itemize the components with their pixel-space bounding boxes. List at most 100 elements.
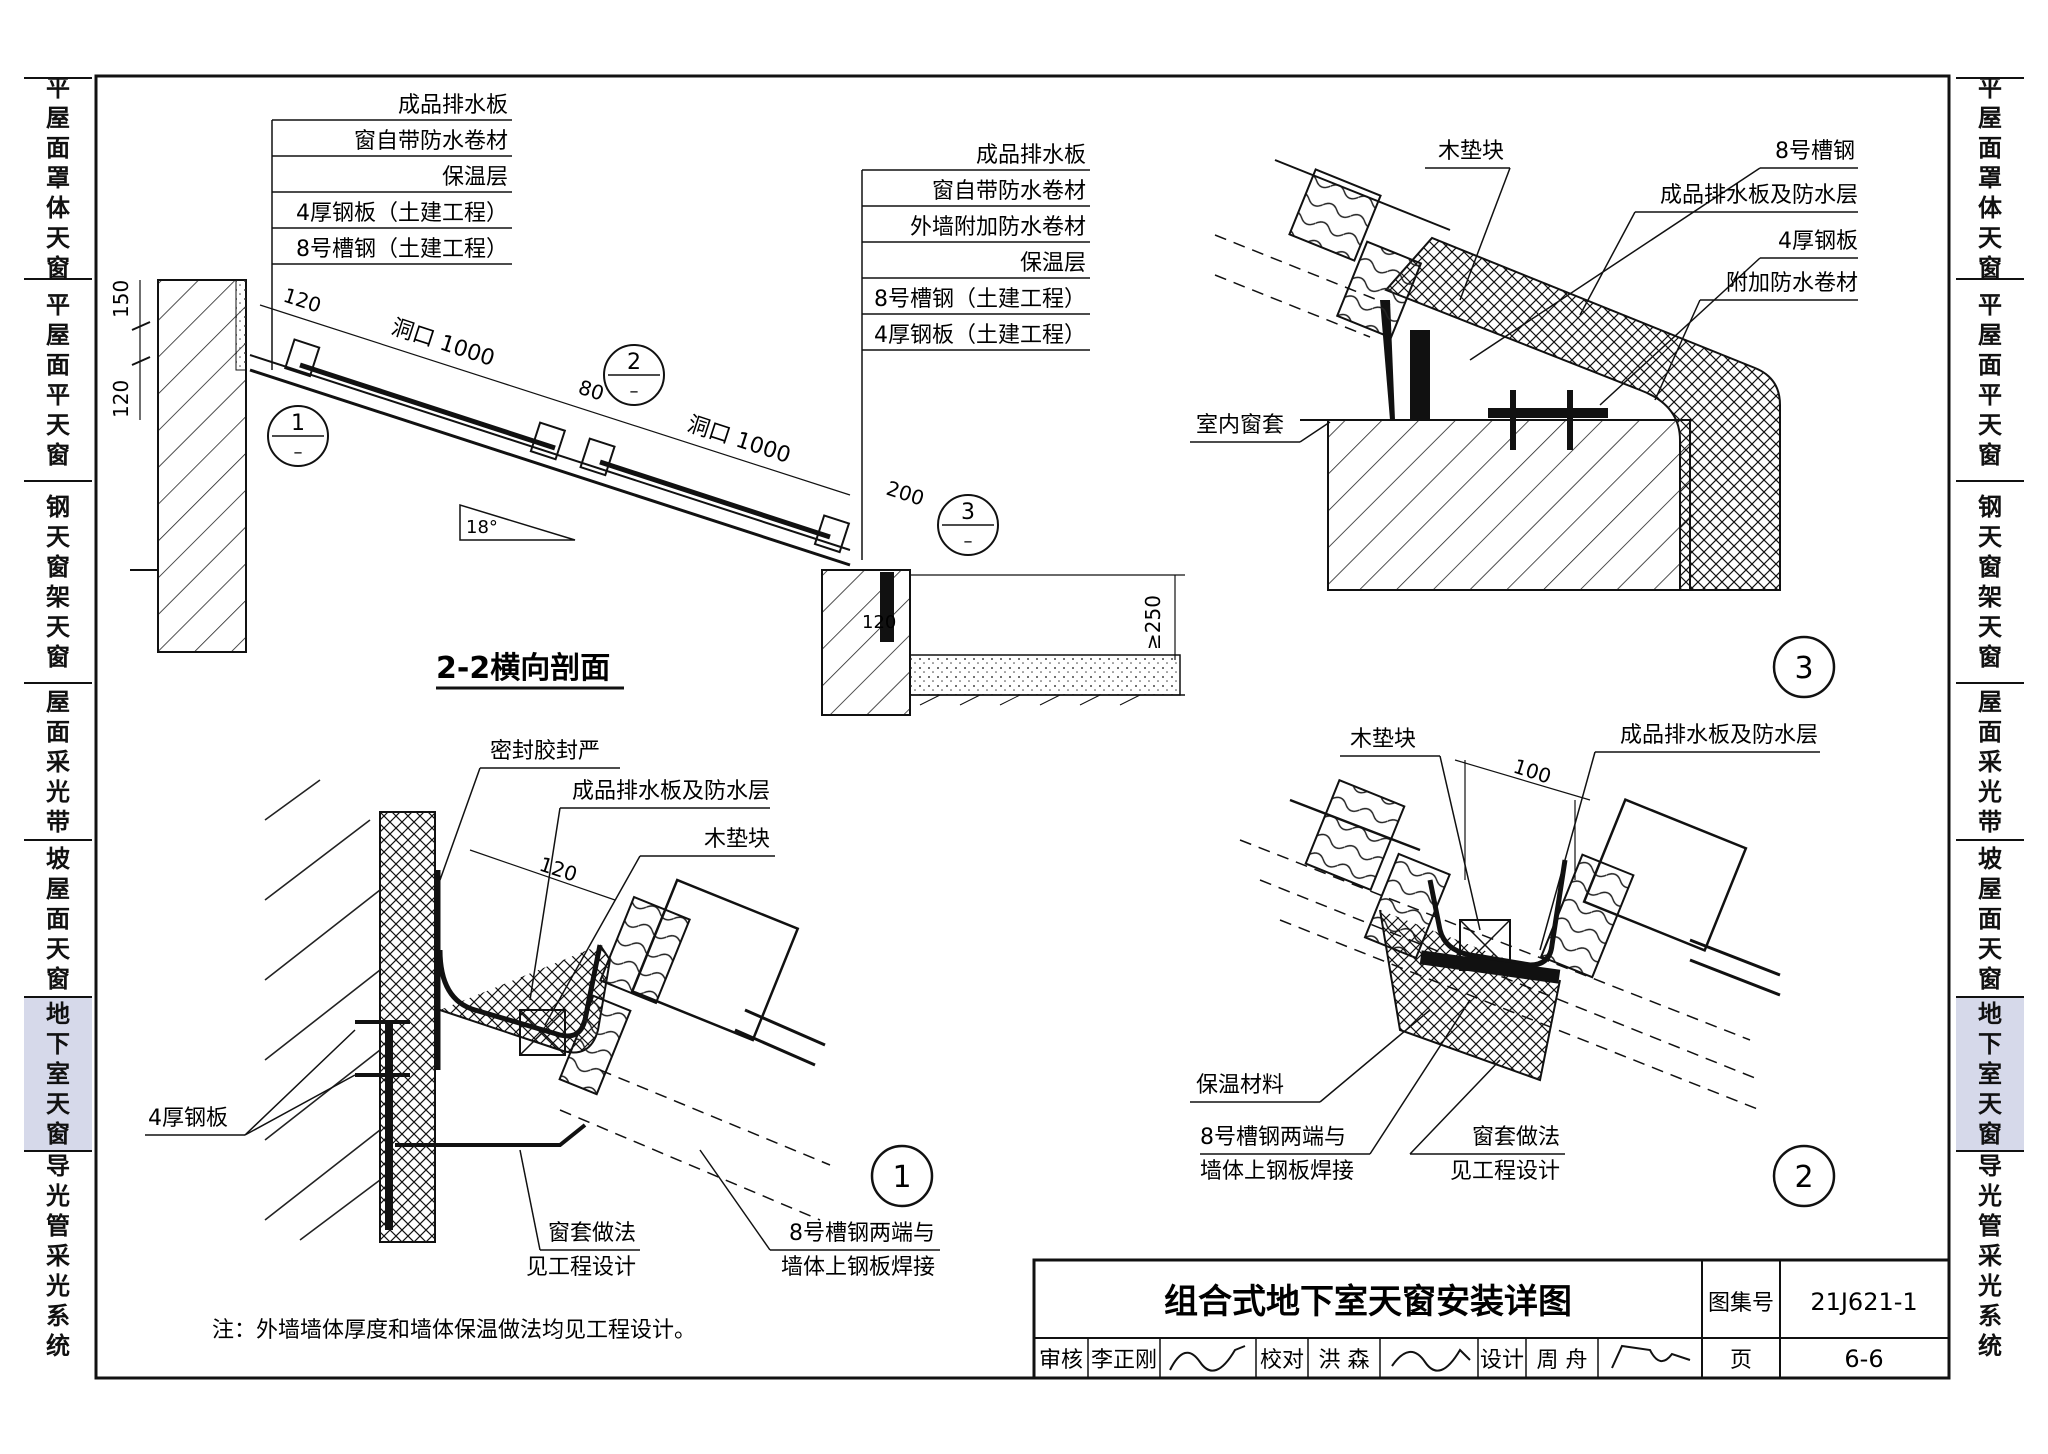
skylight-lower-line (249, 368, 851, 567)
svg-text:1: 1 (892, 1160, 911, 1195)
svg-text:保温层: 保温层 (442, 165, 508, 190)
dim-120-left: 120 (109, 380, 133, 418)
callout-2 (603, 344, 665, 406)
detail1-number-circle (870, 1144, 934, 1208)
left-tab-strip: 平屋面罩体天窗 平屋面平天窗 钢天窗架天窗 屋面采光带 坡屋面天窗 地下室天窗 … (24, 74, 92, 1360)
svg-text:保温层: 保温层 (1020, 251, 1086, 276)
svg-text:2: 2 (1794, 1160, 1813, 1195)
svg-text:密封胶封严: 密封胶封严 (490, 739, 600, 764)
svg-text:图集号: 图集号 (1708, 1291, 1774, 1316)
right-wall (821, 569, 911, 716)
svg-text:1: 1 (291, 411, 305, 436)
dim-120-bottom: 120 (862, 612, 896, 633)
tab-basement[interactable]: 地下室天窗 (24, 998, 92, 1152)
right-label-stack: 成品排水板 窗自带防水卷材 外墙附加防水卷材 保温层 8号槽钢（土建工程） 4厚… (861, 143, 1090, 560)
detail3-wall (1327, 419, 1691, 591)
detail-3: 木垫块 8号槽钢 成品排水板及防水层 4厚钢板 附加防水卷材 室内窗套 3 (1190, 139, 1858, 699)
dim-opening-1: 洞口 1000 (388, 315, 497, 372)
tab-roof-lightband-r[interactable]: 屋面采光带 (1956, 684, 2024, 841)
footnote: 注：外墙墙体厚度和墙体保温做法均见工程设计。 (212, 1318, 696, 1343)
section-title: 2-2横向剖面 (436, 651, 610, 686)
tab-light-tube[interactable]: 导光管采光系统 (46, 1152, 70, 1360)
detail3-number-circle (1772, 635, 1836, 699)
tab-flat-roof-hood-r[interactable]: 平屋面罩体天窗 (1956, 74, 2024, 282)
svg-text:校对: 校对 (1260, 1348, 1304, 1373)
tab-flat-roof-flat[interactable]: 平屋面平天窗 (24, 280, 92, 482)
svg-text:洪 森: 洪 森 (1319, 1348, 1370, 1373)
tab-steel-frame[interactable]: 钢天窗架天窗 (24, 482, 92, 684)
svg-text:李正刚: 李正刚 (1091, 1348, 1157, 1373)
svg-text:成品排水板及防水层: 成品排水板及防水层 (572, 779, 770, 804)
tab-pitched-roof-r[interactable]: 坡屋面天窗 (1956, 841, 2024, 998)
svg-text:设计: 设计 (1480, 1348, 1524, 1373)
title-block: 组合式地下室天窗安装详图 图集号 21J621-1 审核 李正刚 校对 洪 森 … (1032, 1258, 1951, 1380)
tab-pitched-roof[interactable]: 坡屋面天窗 (24, 841, 92, 998)
svg-text:8号槽钢: 8号槽钢 (1775, 139, 1855, 164)
angle-label: 18° (466, 517, 498, 538)
svg-text:100: 100 (1510, 754, 1554, 789)
svg-text:附加防水卷材: 附加防水卷材 (1726, 271, 1858, 296)
dim-250: ≥250 (1141, 595, 1165, 650)
dim-200: 200 (883, 476, 927, 511)
svg-text:成品排水板: 成品排水板 (398, 93, 508, 118)
tab-flat-roof-flat-r[interactable]: 平屋面平天窗 (1956, 280, 2024, 482)
tab-roof-lightband[interactable]: 屋面采光带 (24, 684, 92, 841)
tab-basement-r[interactable]: 地下室天窗 (1956, 998, 2024, 1152)
dim-opening-2: 洞口 1000 (684, 412, 793, 469)
svg-text:室内窗套: 室内窗套 (1196, 413, 1284, 438)
svg-text:窗自带防水卷材: 窗自带防水卷材 (354, 129, 508, 154)
svg-text:外墙附加防水卷材: 外墙附加防水卷材 (910, 215, 1086, 240)
svg-text:21J621-1: 21J621-1 (1810, 1288, 1917, 1316)
svg-text:8号槽钢两端与: 8号槽钢两端与 (1200, 1125, 1346, 1150)
right-tab-strip: 平屋面罩体天窗 平屋面平天窗 钢天窗架天窗 屋面采光带 坡屋面天窗 地下室天窗 … (1956, 74, 2024, 1360)
svg-text:成品排水板及防水层: 成品排水板及防水层 (1620, 723, 1818, 748)
svg-text:木垫块: 木垫块 (1350, 727, 1416, 752)
svg-text:4厚钢板: 4厚钢板 (148, 1106, 228, 1131)
svg-text:墙体上钢板焊接: 墙体上钢板焊接 (781, 1255, 935, 1280)
callout-1 (267, 405, 329, 467)
drawing-title: 组合式地下室天窗安装详图 (1164, 1282, 1572, 1322)
svg-text:–: – (964, 531, 973, 552)
review-signature (1169, 1345, 1246, 1372)
section-2-2: 18° 150 120 120 洞口 1000 80 洞口 1000 200 ≥… (109, 93, 1185, 716)
design-signature (1611, 1344, 1691, 1369)
svg-text:页: 页 (1730, 1348, 1752, 1373)
check-signature (1391, 1348, 1471, 1372)
detail-1: 密封胶封严 成品排水板及防水层 木垫块 120 4厚钢板 窗套做法 见工程设计 … (145, 739, 940, 1280)
detail3-insulation (1384, 236, 1781, 591)
svg-text:保温材料: 保温材料 (1196, 1073, 1284, 1098)
svg-text:6-6: 6-6 (1844, 1345, 1883, 1373)
svg-text:4厚钢板: 4厚钢板 (1778, 229, 1858, 254)
svg-text:3: 3 (961, 500, 975, 525)
svg-text:成品排水板: 成品排水板 (976, 143, 1086, 168)
tab-steel-frame-r[interactable]: 钢天窗架天窗 (1956, 482, 2024, 684)
svg-text:8号槽钢（土建工程）: 8号槽钢（土建工程） (874, 287, 1086, 312)
dim-80: 80 (575, 375, 607, 406)
svg-text:窗套做法: 窗套做法 (1472, 1125, 1560, 1150)
svg-text:窗套做法: 窗套做法 (548, 1221, 636, 1246)
dim-120-top: 120 (280, 283, 324, 318)
detail2-number-circle (1772, 1144, 1836, 1208)
svg-text:周 舟: 周 舟 (1537, 1348, 1588, 1373)
svg-text:8号槽钢（土建工程）: 8号槽钢（土建工程） (296, 237, 508, 262)
tab-light-tube-r[interactable]: 导光管采光系统 (1978, 1152, 2002, 1360)
svg-text:成品排水板及防水层: 成品排水板及防水层 (1660, 183, 1858, 208)
svg-text:木垫块: 木垫块 (1438, 139, 1504, 164)
svg-text:8号槽钢两端与: 8号槽钢两端与 (789, 1221, 935, 1246)
svg-text:木垫块: 木垫块 (704, 827, 770, 852)
left-label-stack: 成品排水板 窗自带防水卷材 保温层 4厚钢板（土建工程） 8号槽钢（土建工程） (271, 93, 512, 370)
tab-flat-roof-hood[interactable]: 平屋面罩体天窗 (24, 74, 92, 282)
dim-150: 150 (109, 280, 133, 318)
svg-text:3: 3 (1794, 651, 1813, 686)
svg-text:审核: 审核 (1039, 1348, 1083, 1373)
svg-text:见工程设计: 见工程设计 (526, 1255, 636, 1280)
svg-text:120: 120 (536, 852, 580, 887)
left-wall (157, 279, 247, 653)
svg-text:窗自带防水卷材: 窗自带防水卷材 (932, 179, 1086, 204)
svg-text:墙体上钢板焊接: 墙体上钢板焊接 (1200, 1159, 1354, 1184)
detail-2: 木垫块 成品排水板及防水层 100 保温材料 8号槽钢两端与 墙体上钢板焊接 窗… (1190, 723, 1836, 1208)
sheet-frame (94, 74, 1951, 1380)
svg-text:见工程设计: 见工程设计 (1450, 1159, 1560, 1184)
svg-text:–: – (294, 442, 303, 463)
